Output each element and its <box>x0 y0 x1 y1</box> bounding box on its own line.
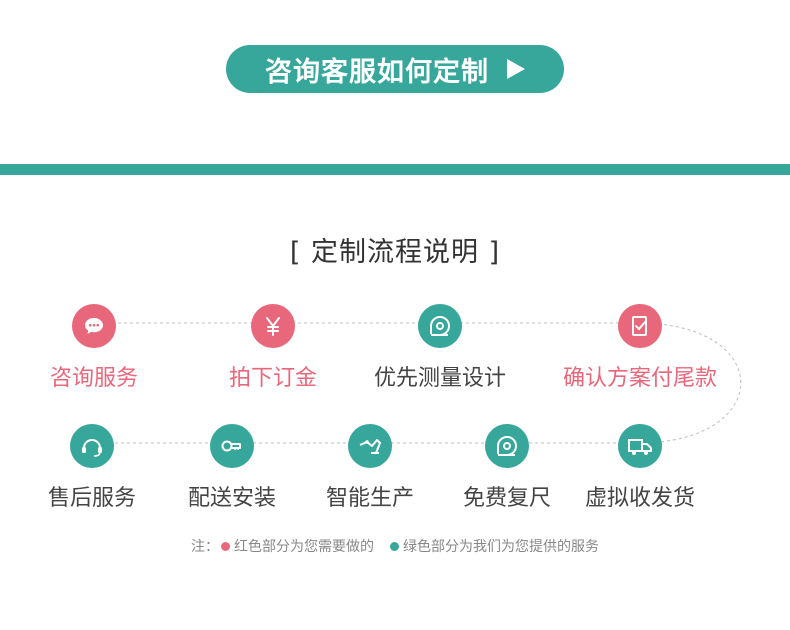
consult-customer-service-button[interactable]: 咨询客服如何定制 <box>226 45 564 93</box>
note-red-text: 红色部分为您需要做的 <box>234 539 374 555</box>
production-machine-icon <box>348 424 392 468</box>
step-label: 咨询服务 <box>49 366 138 391</box>
yen-icon <box>251 304 295 348</box>
tape-measure-icon <box>418 304 462 348</box>
step-label: 虚拟收发货 <box>584 486 695 511</box>
step-label: 智能生产 <box>325 486 414 511</box>
step-delivery-installation: 配送安装 <box>147 424 317 512</box>
step-free-remeasure: 免费复尺 <box>422 424 592 512</box>
chat-bubble-icon <box>72 304 116 348</box>
step-consult-service: 咨询服务 <box>9 304 179 392</box>
truck-icon <box>618 424 662 468</box>
legend-note: 注： 红色部分为您需要做的 绿色部分为我们为您提供的服务 <box>0 536 790 556</box>
headset-icon <box>70 424 114 468</box>
divider-band <box>0 164 790 175</box>
step-virtual-shipping: 虚拟收发货 <box>555 424 725 512</box>
step-pay-deposit: 拍下订金 <box>188 304 358 392</box>
step-label: 免费复尺 <box>462 486 551 511</box>
note-green-text: 绿色部分为我们为您提供的服务 <box>403 539 599 555</box>
section-title: [ 定制流程说明 ] <box>289 237 501 268</box>
red-dot-icon <box>221 541 230 551</box>
play-arrow-icon <box>507 59 525 79</box>
step-label: 配送安装 <box>187 486 276 511</box>
cta-label: 咨询客服如何定制 <box>265 56 489 88</box>
step-label: 优先测量设计 <box>373 366 506 391</box>
step-confirm-plan-pay-balance: 确认方案付尾款 <box>555 304 725 392</box>
step-smart-production: 智能生产 <box>285 424 455 512</box>
checklist-icon <box>618 304 662 348</box>
green-dot-icon <box>390 541 399 551</box>
note-prefix: 注： <box>191 539 219 555</box>
step-after-sales: 售后服务 <box>7 424 177 512</box>
wrench-icon <box>210 424 254 468</box>
step-label: 售后服务 <box>47 486 136 511</box>
step-label: 拍下订金 <box>228 366 317 391</box>
tape-measure-icon <box>485 424 529 468</box>
step-label: 确认方案付尾款 <box>562 366 717 391</box>
step-measure-design: 优先测量设计 <box>355 304 525 392</box>
